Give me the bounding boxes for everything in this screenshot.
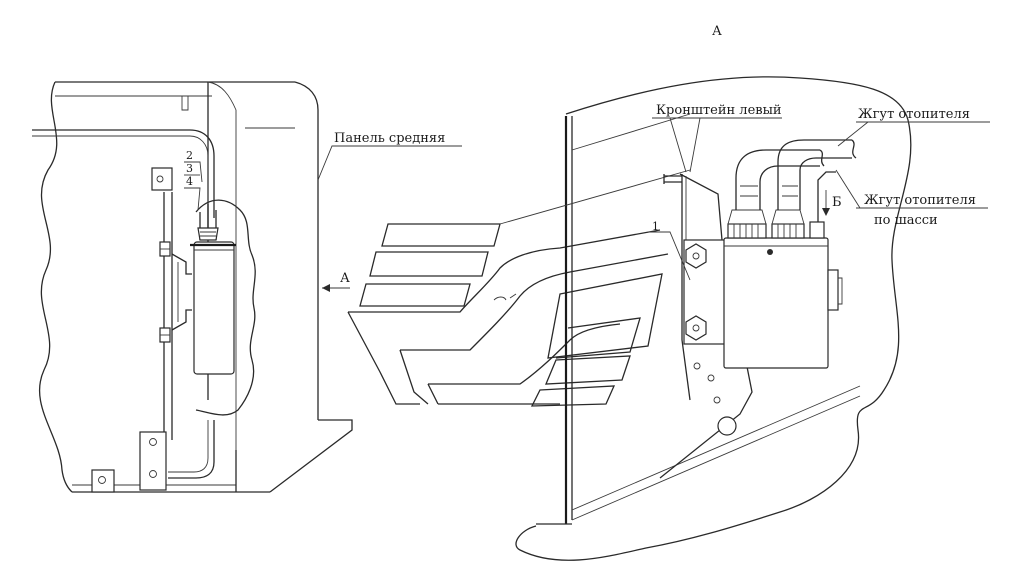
callout-3: 3 xyxy=(186,162,193,175)
label-view-arrow: А xyxy=(340,271,350,286)
label-panel-middle: Панель средняя xyxy=(334,131,445,146)
label-view-b: Б xyxy=(832,195,842,210)
callout-4: 4 xyxy=(186,175,193,188)
leaders-right xyxy=(648,117,990,281)
label-bracket-left: Кронштейн левый xyxy=(656,103,782,118)
callout-2: 2 xyxy=(186,149,193,162)
panel-label-group xyxy=(317,145,462,181)
label-heater-harness-chassis-1: Жгут отопителя xyxy=(864,193,976,208)
right-view-cab-wall xyxy=(499,76,912,561)
label-heater-harness-chassis-2: по шасси xyxy=(874,213,938,228)
view-a-arrow xyxy=(322,284,350,292)
label-heater-harness: Жгут отопителя xyxy=(858,107,970,122)
label-view-title: А xyxy=(712,24,722,39)
callout-1: 1 xyxy=(652,220,659,233)
perspective-brackets xyxy=(347,223,669,407)
left-view-panel xyxy=(32,81,353,493)
